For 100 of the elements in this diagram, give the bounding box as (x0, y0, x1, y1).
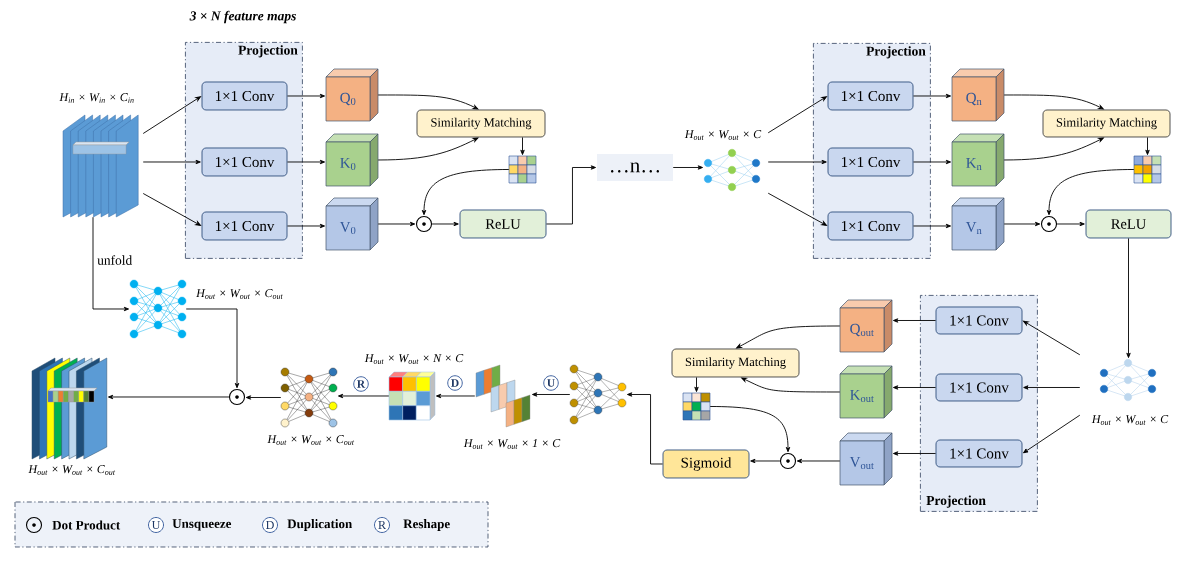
dot-product-symbol (228, 388, 246, 406)
arrow (520, 137, 525, 155)
arrow (1126, 238, 1131, 358)
dimension-label: H$_{out}$ × W$_{out}$ × C$_{out}$ (28, 465, 116, 475)
process-box: ReLU (459, 209, 547, 239)
arrow (694, 377, 699, 392)
process-box: 1×1 Conv (827, 211, 914, 241)
arrow (287, 93, 326, 99)
arrow (1003, 221, 1041, 227)
arrow (142, 96, 201, 134)
dot-product-symbol (415, 215, 433, 233)
arrow (421, 169, 510, 216)
feature-map-stack (31, 357, 108, 460)
dot-product-symbol (779, 452, 797, 470)
process-box: 1×1 Conv (935, 439, 1023, 468)
colored-cube (388, 371, 436, 421)
arrow (546, 165, 597, 225)
arrow (913, 159, 952, 165)
matrix-icon (508, 155, 537, 184)
arrow (245, 395, 282, 400)
process-box: 1×1 Conv (201, 81, 288, 111)
arrow (436, 393, 476, 399)
arrow (893, 451, 936, 456)
arrow (672, 165, 704, 170)
arrow (709, 406, 791, 453)
arrow (767, 159, 827, 165)
process-box: 1×1 Conv (201, 211, 288, 241)
neural-network-icon (1100, 359, 1156, 401)
process-box: Similarity Matching (1042, 109, 1171, 138)
arrow (741, 377, 841, 393)
arrow (1145, 137, 1150, 155)
legend-label: Reshape (403, 519, 450, 531)
process-box: …n… (597, 154, 673, 181)
legend-label: Dot Product (52, 520, 121, 530)
arrow (377, 137, 479, 161)
arrow (185, 308, 240, 389)
process-box: Similarity Matching (671, 348, 800, 378)
arrow (532, 392, 571, 397)
feature-strips (475, 364, 531, 428)
arrow (913, 223, 952, 229)
arrow (736, 325, 841, 349)
circled-letter: R (353, 376, 369, 392)
circled-letter: U (543, 375, 559, 391)
arrow (893, 385, 936, 390)
arrow (108, 394, 230, 400)
dot-product-symbol (1040, 215, 1058, 233)
circled-letter: D (262, 517, 278, 533)
cube: Q$_{n}$ (951, 68, 1005, 122)
heading: 3 × N feature maps (189, 10, 296, 24)
arrow (287, 223, 326, 229)
arrow (1003, 137, 1104, 161)
arrow (338, 393, 390, 399)
process-box: 1×1 Conv (827, 147, 914, 177)
neural-network-icon (129, 279, 187, 339)
cube: V$_{0}$ (325, 197, 379, 251)
dimension-label: H$_{out}$ × W$_{out}$ × C (684, 130, 762, 140)
process-box: ReLU (1085, 209, 1172, 239)
arrow (767, 192, 827, 226)
neural-network-icon (569, 364, 627, 425)
matrix-icon (1133, 155, 1162, 184)
dimension-label: H$_{out}$ × W$_{out}$ × 1 × C (463, 439, 561, 449)
arrow (767, 96, 827, 134)
process-box: Similarity Matching (416, 109, 546, 138)
matrix-icon (682, 392, 711, 421)
arrow (750, 458, 781, 464)
circled-letter: U (148, 517, 164, 533)
arrow (796, 458, 841, 464)
arrow (142, 193, 201, 226)
cube: K$_{0}$ (325, 133, 379, 187)
cube: Q$_{out}$ (839, 299, 893, 353)
arrow (1046, 169, 1135, 216)
cube: K$_{n}$ (951, 133, 1005, 187)
arrow (913, 93, 952, 99)
arrow (1003, 94, 1104, 110)
circled-letter: R (374, 517, 390, 533)
circled-letter: D (447, 375, 463, 391)
dimension-label: H$_{out}$ × W$_{out}$ × C$_{out}$ (196, 289, 283, 299)
neural-network-icon (280, 367, 338, 428)
arrow (1023, 385, 1081, 390)
arrow (1023, 414, 1081, 454)
process-box: 1×1 Conv (935, 306, 1023, 335)
cube: K$_{out}$ (839, 365, 893, 419)
edge-label: unfold (96, 254, 134, 266)
process-box: 1×1 Conv (201, 147, 288, 177)
arrow (142, 159, 201, 165)
cube: V$_{out}$ (839, 432, 893, 486)
neural-network-icon (704, 149, 760, 191)
arrow (287, 159, 326, 165)
dimension-label: H$_{out}$ × W$_{out}$ × C (1091, 415, 1169, 425)
dimension-label: H$_{out}$ × W$_{out}$ × N × C (364, 354, 464, 364)
legend-label: Duplication (287, 519, 353, 531)
arrow (1023, 320, 1081, 356)
cube: V$_{n}$ (951, 197, 1005, 251)
process-box: 1×1 Conv (827, 81, 914, 111)
dimension-label: H$_{out}$ × W$_{out}$ × C$_{out}$ (267, 435, 355, 445)
legend-label: Unsqueeze (172, 519, 232, 531)
arrow (893, 318, 936, 323)
feature-map-stack (62, 114, 139, 218)
dimension-label: H$_{in}$ × W$_{in}$ × C$_{in}$ (59, 93, 134, 103)
arrow (431, 221, 459, 227)
